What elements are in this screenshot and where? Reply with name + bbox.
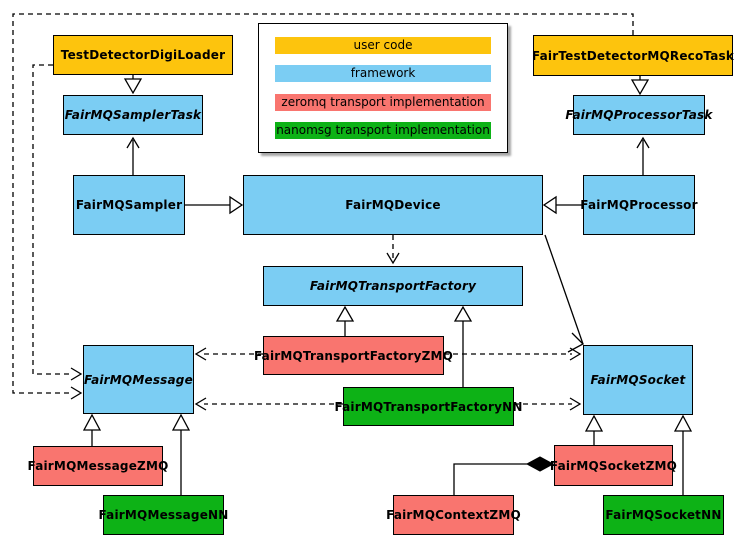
legend: user code framework zeromq transport imp… xyxy=(258,23,508,153)
class-box-fairmqtransportfactorynn: FairMQTransportFactoryNN xyxy=(334,387,522,426)
arrowhead-factorynn-message xyxy=(194,397,207,411)
edge-device-socket-association xyxy=(544,234,584,345)
class-box-testdetectordigiloader: TestDetectorDigiLoader xyxy=(53,35,233,75)
inheritance-triangle-socket-right xyxy=(673,414,693,432)
class-box-fairmqdevice: FairMQDevice xyxy=(243,175,543,235)
arrowhead-digiloader-message xyxy=(70,367,83,381)
edge-recotask-message-dependency xyxy=(12,13,634,394)
arrowhead-sampler-samplertask xyxy=(126,136,140,149)
arrowhead-factoryzmq-message xyxy=(194,347,207,361)
legend-item-zeromq: zeromq transport implementation xyxy=(275,93,491,111)
legend-item-framework: framework xyxy=(275,65,491,83)
class-box-fairmqprocessor: FairMQProcessor xyxy=(580,175,698,235)
class-box-fairmqsocketzmq: FairMQSocketZMQ xyxy=(550,445,677,486)
class-box-fairmqtransportfactory: FairMQTransportFactory xyxy=(263,266,523,306)
arrowhead-factoryzmq-socket xyxy=(569,347,582,361)
inheritance-triangle-socket-left xyxy=(584,414,604,432)
arrowhead-device-socket xyxy=(567,332,585,353)
arrowhead-processor-processortask xyxy=(636,136,650,149)
class-box-fairmqtransportfactoryzmq: FairMQTransportFactoryZMQ xyxy=(254,336,453,375)
legend-item-user-code: user code xyxy=(275,37,491,54)
class-box-fairmqprocessortask: FairMQProcessorTask xyxy=(565,95,712,135)
inheritance-triangle-device-right xyxy=(542,195,557,215)
class-box-fairmqsamplertask: FairMQSamplerTask xyxy=(63,95,203,135)
inheritance-triangle-message-left xyxy=(82,413,102,431)
inheritance-triangle-transportfactory-left xyxy=(335,305,355,322)
class-box-fairmqsampler: FairMQSampler xyxy=(73,175,185,235)
composition-diamond-socketzmq xyxy=(525,456,555,472)
inheritance-triangle-message-right xyxy=(171,413,191,431)
inheritance-triangle-samplertask xyxy=(123,78,143,95)
legend-item-nanomsg: nanomsg transport implementation xyxy=(275,121,491,139)
class-box-fairmqmessage: FairMQMessage xyxy=(83,345,194,414)
inheritance-triangle-transportfactory-right xyxy=(453,305,473,322)
edge-digiloader-message-dependency xyxy=(32,64,73,375)
arrowhead-factorynn-socket xyxy=(569,397,582,411)
arrowhead-recotask-message xyxy=(70,386,83,400)
class-box-fairmqcontextzmq: FairMQContextZMQ xyxy=(386,495,521,535)
edge-socketzmq-contextzmq-composition xyxy=(453,463,527,495)
inheritance-triangle-device-left xyxy=(229,195,244,215)
class-box-fairmqmessagezmq: FairMQMessageZMQ xyxy=(28,446,168,486)
inheritance-triangle-processortask xyxy=(630,79,650,96)
class-box-fairmqmessagenn: FairMQMessageNN xyxy=(98,495,228,535)
arrowhead-device-transportfactory xyxy=(386,252,400,265)
class-box-fairtestdetectormqrecotask: FairTestDetectorMQRecoTask xyxy=(532,35,734,76)
class-box-fairmqsocketnn: FairMQSocketNN xyxy=(603,495,724,535)
class-box-fairmqsocket: FairMQSocket xyxy=(583,345,693,415)
